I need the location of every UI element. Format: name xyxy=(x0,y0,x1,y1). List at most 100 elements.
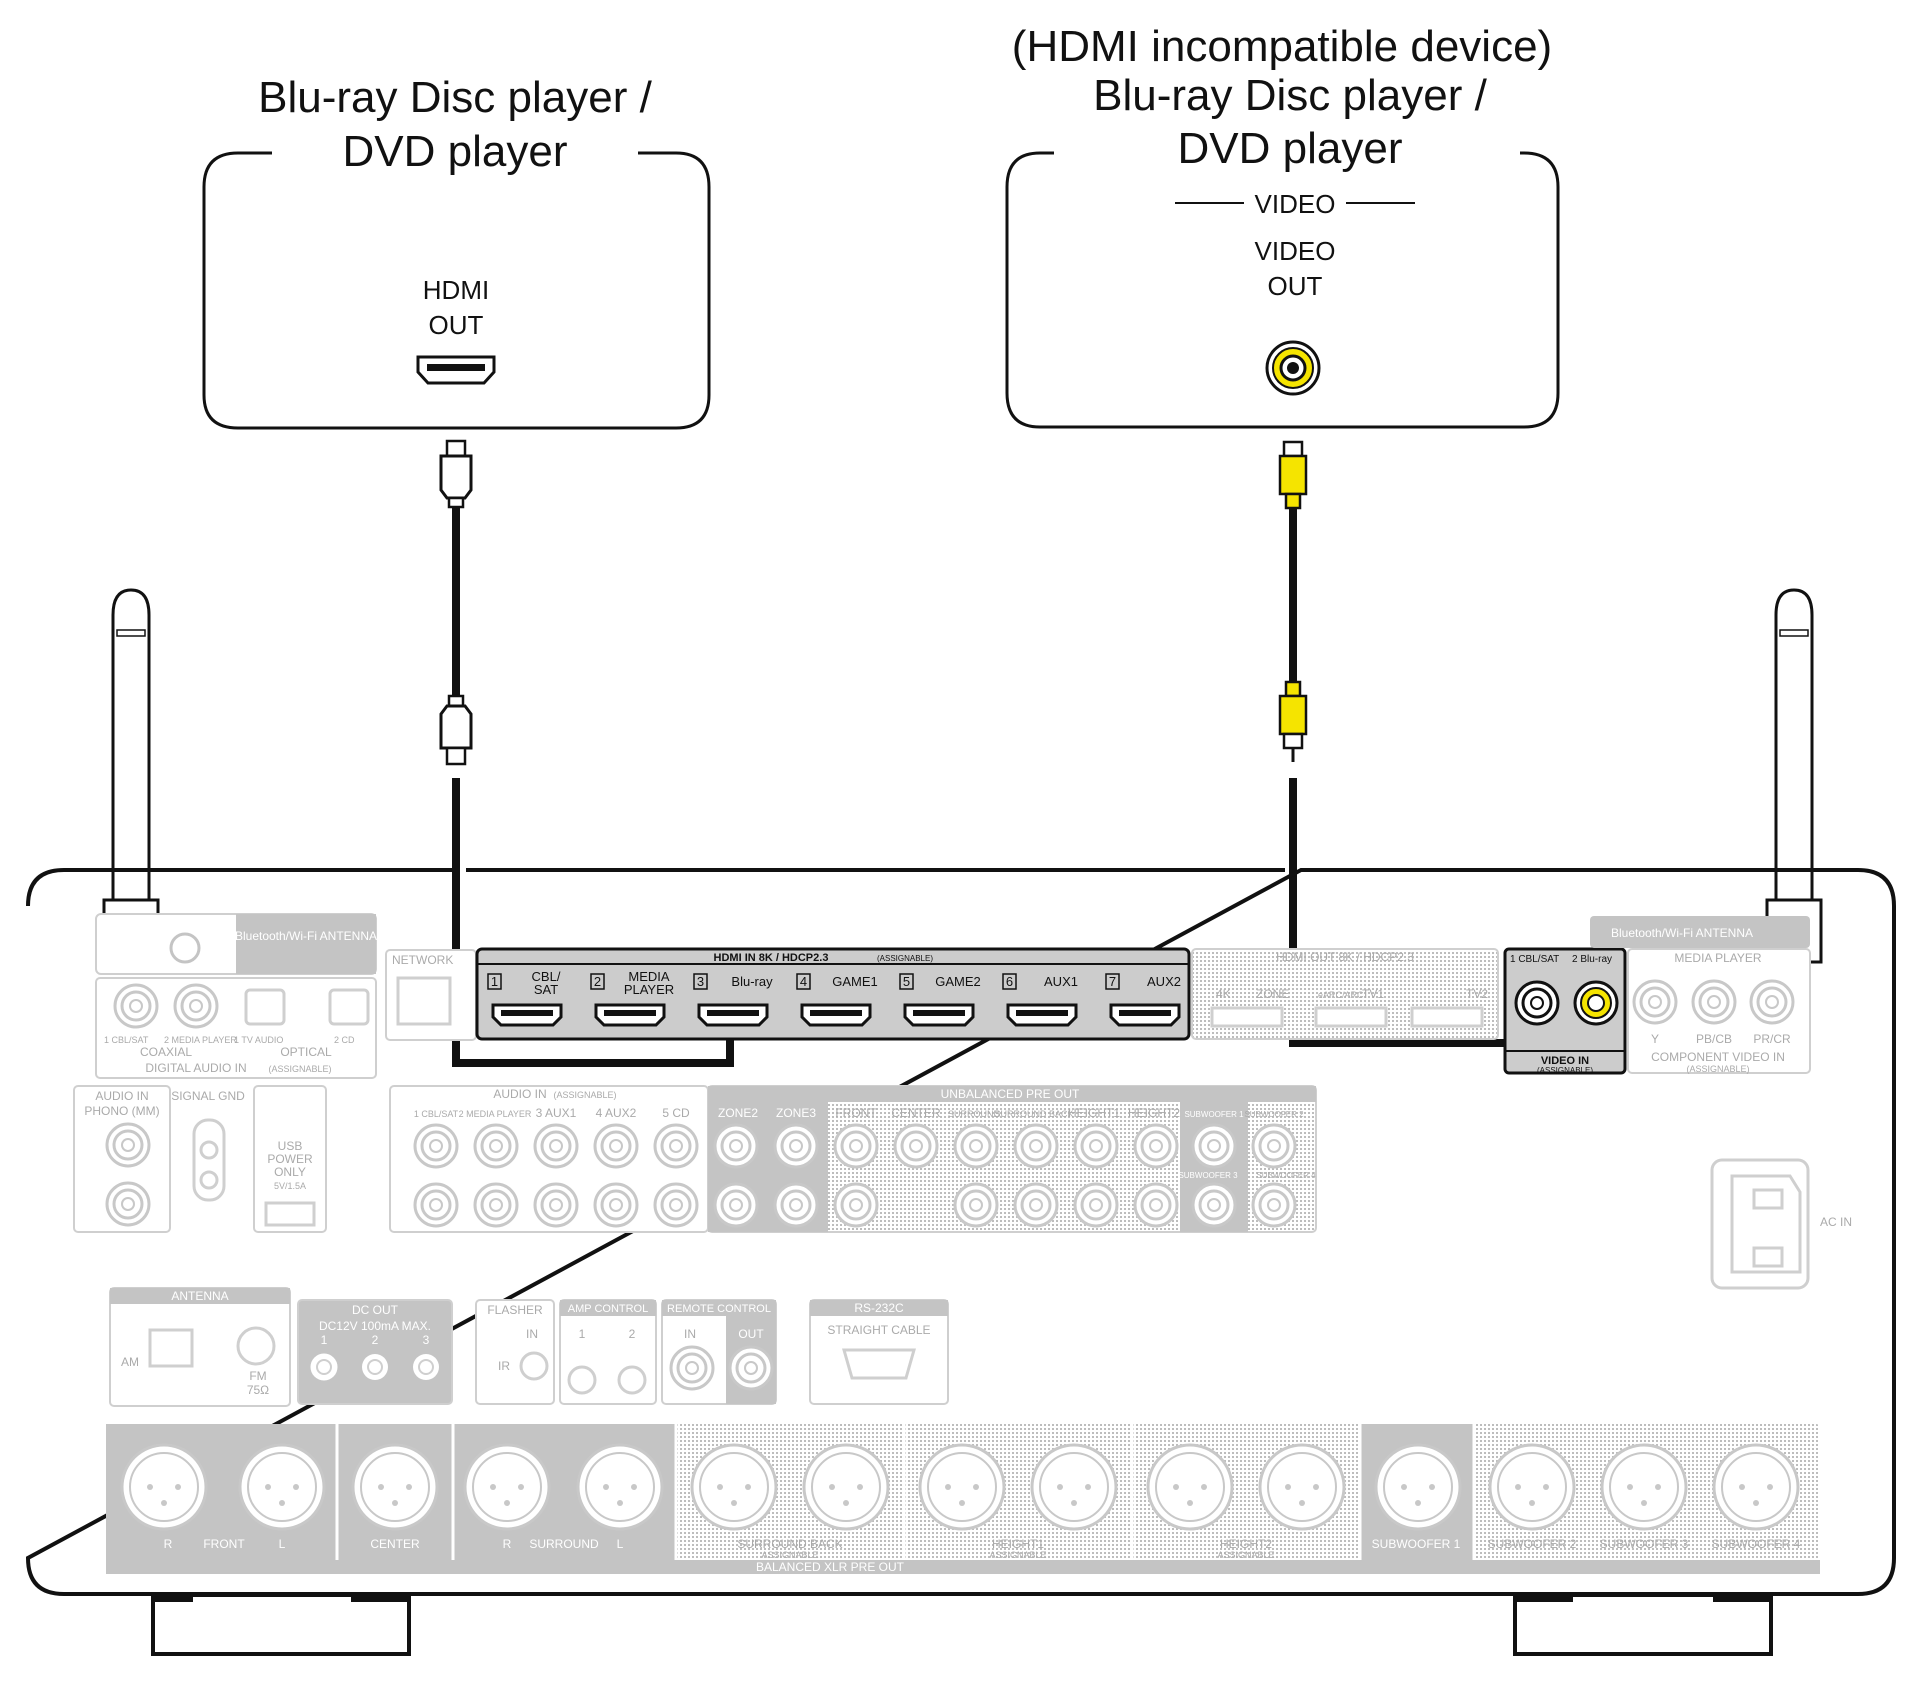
unbal-height1: HEIGHT1 xyxy=(1068,1106,1120,1120)
component-header: MEDIA PLAYER xyxy=(1674,951,1761,965)
audio-in-block: AUDIO IN (ASSIGNABLE) 1 CBL/SAT 2 MEDIA … xyxy=(389,1085,709,1233)
digital-audio-port-2: 2 MEDIA PLAYER xyxy=(164,1035,237,1045)
amp-control-port-1: 1 xyxy=(579,1327,586,1341)
unbal-height2: HEIGHT2 xyxy=(1128,1106,1180,1120)
balanced-xlr-block: R FRONT L CENTER R SURROUND L SURROUND B… xyxy=(106,1424,1820,1574)
xlr-surround-back-label: SURROUND BACK xyxy=(737,1537,842,1551)
component-port-pb: PB/CB xyxy=(1696,1032,1732,1046)
usb-line-1: USB xyxy=(278,1139,303,1153)
hdmi-out-label-tv2: TV2 xyxy=(1466,987,1488,1001)
video-in-jack-2[interactable] xyxy=(1573,980,1619,1026)
hdmi-out-label-1: HDMI xyxy=(423,275,489,305)
usb-line-4: 5V/1.5A xyxy=(274,1181,306,1191)
video-out-rca-jack[interactable] xyxy=(1265,340,1321,396)
hdmi-in-3-port[interactable] xyxy=(697,1003,769,1027)
xlr-center-label: CENTER xyxy=(370,1537,420,1551)
right-device-title-1: Blu-ray Disc player / xyxy=(1093,71,1487,120)
unbal-surround: SURROUND xyxy=(948,1109,1001,1119)
zone2-label: ZONE2 xyxy=(718,1106,758,1120)
hdmi-out-header: HDMI OUT 8K / HDCP2.3 xyxy=(1276,950,1414,964)
hdmi-out-label-2: OUT xyxy=(429,310,484,340)
xlr-front-label: FRONT xyxy=(203,1537,245,1551)
digital-audio-label: DIGITAL AUDIO IN xyxy=(145,1061,246,1075)
video-in-jack-1[interactable] xyxy=(1514,980,1560,1026)
hdmi-in-4-label: GAME1 xyxy=(832,974,878,989)
flasher-in-label: IN xyxy=(526,1327,538,1341)
hdmi-in-2-port[interactable] xyxy=(594,1003,666,1027)
coaxial-label: COAXIAL xyxy=(140,1045,192,1059)
component-port-y: Y xyxy=(1651,1032,1659,1046)
hdmi-in-2-label-line2: PLAYER xyxy=(624,982,674,997)
ac-in-block: AC IN xyxy=(1710,1158,1852,1290)
flasher-block: FLASHER IN IR xyxy=(475,1299,555,1405)
dc-out-block: DC OUT DC12V 100mA MAX. 1 2 3 xyxy=(297,1299,453,1405)
video-section-label: VIDEO xyxy=(1255,189,1336,219)
am-label: AM xyxy=(121,1355,139,1369)
network-block: NETWORK xyxy=(385,949,477,1041)
digital-audio-assignable: (ASSIGNABLE) xyxy=(268,1064,331,1074)
xlr-surround-r: R xyxy=(503,1537,512,1551)
right-device-note: (HDMI incompatible device) xyxy=(1012,22,1552,71)
hdmi-in-2-number: 2 xyxy=(594,974,601,989)
phono-block: AUDIO IN PHONO (MM) xyxy=(73,1085,171,1233)
hdmi-in-3-label: Blu-ray xyxy=(731,974,773,989)
digital-audio-port-4: 2 CD xyxy=(334,1035,355,1045)
hdmi-in-5-port[interactable] xyxy=(903,1003,975,1027)
video-out-label-1: VIDEO xyxy=(1255,236,1336,266)
hdmi-in-7-number: 7 xyxy=(1109,974,1116,989)
video-out-label-2: OUT xyxy=(1268,271,1323,301)
remote-in-label: IN xyxy=(684,1327,696,1341)
left-device-box xyxy=(202,151,711,430)
left-antenna xyxy=(102,588,160,964)
signal-gnd-block: SIGNAL GND xyxy=(171,1089,245,1202)
audio-in-port-3: 3 AUX1 xyxy=(536,1106,577,1120)
hdmi-in-1-port[interactable] xyxy=(491,1003,563,1027)
flasher-ir-label: IR xyxy=(498,1359,510,1373)
phono-sub: PHONO (MM) xyxy=(84,1104,159,1118)
hdmi-out-label-4k: 4K xyxy=(1216,987,1231,1001)
rs232c-block: RS-232C STRAIGHT CABLE xyxy=(809,1299,949,1405)
video-cable[interactable] xyxy=(1278,440,1600,1047)
remote-control-header: REMOTE CONTROL xyxy=(667,1303,771,1315)
dc-out-port-1: 1 xyxy=(321,1333,328,1347)
component-label: COMPONENT VIDEO IN xyxy=(1651,1050,1785,1064)
xlr-surround-l: L xyxy=(617,1537,624,1551)
bt-antenna-left-block: Bluetooth/Wi-Fi ANTENNA xyxy=(95,913,377,975)
xlr-surround-label: SURROUND xyxy=(529,1537,599,1551)
component-assignable: (ASSIGNABLE) xyxy=(1686,1064,1749,1074)
xlr-height1-label: HEIGHT1 xyxy=(992,1537,1044,1551)
audio-in-assignable: (ASSIGNABLE) xyxy=(553,1090,616,1100)
optical-label: OPTICAL xyxy=(280,1045,332,1059)
audio-in-port-4: 4 AUX2 xyxy=(596,1106,637,1120)
hdmi-in-3-number-box xyxy=(693,973,708,990)
fm-ohm-label: 75Ω xyxy=(247,1383,269,1397)
xlr-front-l: L xyxy=(279,1537,286,1551)
audio-in-port-1: 1 CBL/SAT xyxy=(414,1109,459,1119)
hdmi-in-4-port[interactable] xyxy=(800,1003,872,1027)
hdmi-out-port-icon[interactable] xyxy=(416,355,496,385)
right-source-device: (HDMI incompatible device) Blu-ray Disc … xyxy=(1005,22,1560,429)
digital-audio-port-3: 1 TV AUDIO xyxy=(234,1035,283,1045)
hdmi-in-6-port[interactable] xyxy=(1006,1003,1078,1027)
hdmi-in-1-label: CBL/ xyxy=(532,969,561,984)
video-in-block: 1 CBL/SAT 2 Blu-ray VIDEO IN (ASSIGNABLE… xyxy=(1503,947,1627,1075)
hdmi-in-1-label-line2: SAT xyxy=(534,982,558,997)
right-foot xyxy=(1513,1594,1773,1656)
video-in-input-2-label: 2 Blu-ray xyxy=(1572,954,1612,965)
xlr-height1-assignable: ASSIGNABLE xyxy=(989,1550,1046,1560)
hdmi-out-label-earc: eARC/ARC xyxy=(1318,990,1364,1000)
balanced-xlr-label: BALANCED XLR PRE OUT xyxy=(756,1560,905,1574)
signal-gnd-label: SIGNAL GND xyxy=(171,1089,245,1103)
xlr-height2-label: HEIGHT2 xyxy=(1220,1537,1272,1551)
unbal-center: CENTER xyxy=(891,1106,941,1120)
dc-out-header: DC OUT xyxy=(352,1303,399,1317)
unbal-sub4: SUBWOOFER 4 xyxy=(1256,1171,1316,1180)
hdmi-in-6-number: 6 xyxy=(1006,974,1013,989)
unbal-sub1: SUBWOOFER 1 xyxy=(1184,1110,1244,1119)
antenna-block: ANTENNA AM FM 75Ω xyxy=(109,1287,291,1407)
unbal-front: FRONT xyxy=(835,1106,877,1120)
hdmi-in-7-port[interactable] xyxy=(1109,1003,1181,1027)
xlr-sub1-label: SUBWOOFER 1 xyxy=(1372,1537,1461,1551)
usb-block: USB POWER ONLY 5V/1.5A xyxy=(253,1085,327,1233)
